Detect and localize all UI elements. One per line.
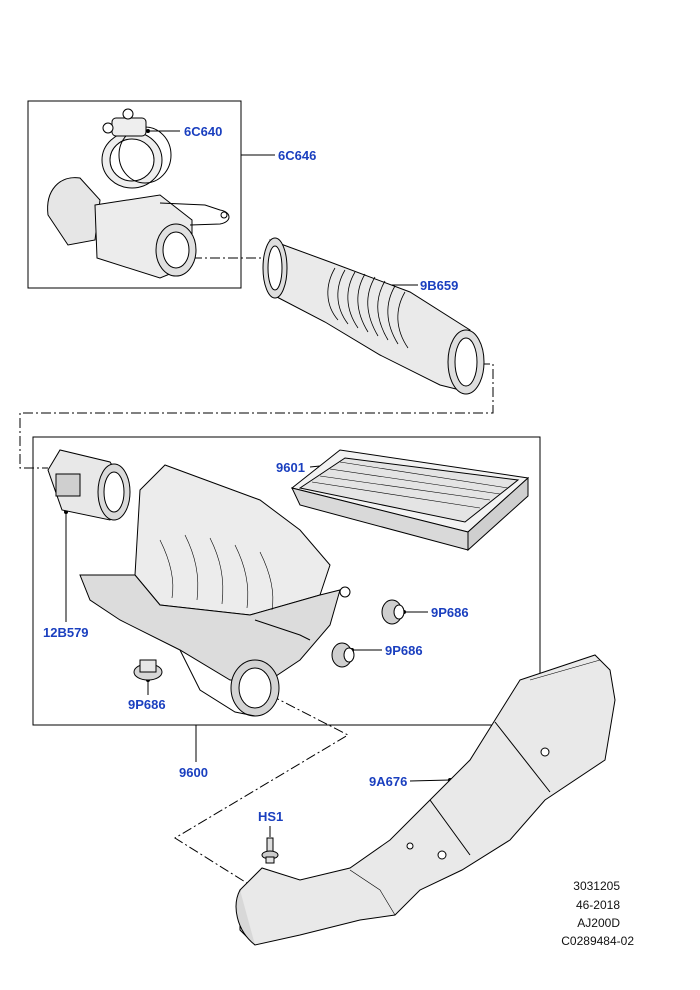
meta-line-4: C0289484-02 [561, 934, 634, 948]
label-9p686-middle[interactable]: 9P686 [385, 643, 423, 658]
label-9p686-upper[interactable]: 9P686 [431, 605, 469, 620]
connection-lines [19, 257, 494, 886]
hose-9b659-drawing [262, 237, 485, 395]
label-6c646[interactable]: 6C646 [278, 148, 317, 163]
air-cleaner-6c646-drawing [47, 177, 230, 279]
screw-hs1-drawing [261, 837, 279, 864]
label-12b579[interactable]: 12B579 [43, 625, 89, 640]
label-9b659[interactable]: 9B659 [420, 278, 459, 293]
label-9p686-lower[interactable]: 9P686 [128, 697, 166, 712]
clamp-6c640-drawing [101, 108, 172, 189]
label-9601[interactable]: 9601 [276, 460, 305, 475]
meta-line-1: 3031205 [573, 879, 620, 893]
grommet-9p686-drawings [133, 599, 405, 681]
air-cleaner-housing-9600-drawing [79, 464, 351, 717]
meta-line-2: 46-2018 [575, 898, 620, 912]
assembly-box-9600 [32, 436, 541, 726]
label-6c640[interactable]: 6C640 [184, 124, 223, 139]
duct-9a676-drawing [235, 654, 616, 946]
meta-line-3: AJ200D [577, 916, 620, 930]
label-9600[interactable]: 9600 [179, 765, 208, 780]
sensor-12b579-drawing [47, 449, 131, 521]
assembly-box-6c646 [27, 100, 242, 289]
filter-element-9601-drawing [290, 449, 530, 552]
label-9a676[interactable]: 9A676 [369, 774, 408, 789]
leader-lines [65, 130, 451, 837]
label-hs1[interactable]: HS1 [258, 809, 284, 824]
